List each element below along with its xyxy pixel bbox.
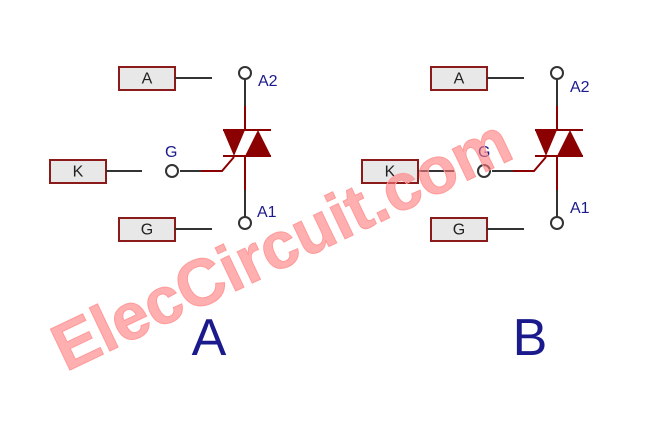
terminal-a1 — [550, 216, 564, 230]
terminal-box-a: A — [430, 66, 488, 91]
triac-symbol — [180, 79, 271, 218]
pin-label-a1: A1 — [257, 204, 277, 221]
pin-label-a2: A2 — [570, 79, 590, 96]
svg-text:A: A — [454, 71, 465, 88]
pin-label-g: G — [165, 144, 177, 161]
pin-label-a1: A1 — [570, 200, 590, 217]
svg-text:G: G — [453, 222, 465, 239]
svg-text:G: G — [141, 222, 153, 239]
pin-label-a2: A2 — [258, 73, 278, 90]
triac-symbol — [492, 79, 583, 218]
svg-text:K: K — [385, 164, 396, 181]
terminal-a2 — [550, 66, 564, 80]
pin-label-g: G — [478, 144, 490, 161]
terminal-gate — [477, 164, 491, 178]
terminal-a2 — [238, 66, 252, 80]
terminal-a1 — [238, 216, 252, 230]
caption-b: B — [513, 309, 548, 367]
terminal-box-g: G — [430, 217, 488, 242]
terminal-box-g: G — [118, 217, 176, 242]
caption-a: A — [192, 309, 227, 367]
terminal-box-k: K — [49, 159, 107, 184]
terminal-gate — [165, 164, 179, 178]
diagram-a: A K G A2 G A1 — [49, 66, 278, 367]
terminal-box-a: A — [118, 66, 176, 91]
diagram-b: A K G A2 G A1 B — [361, 66, 590, 367]
watermark-text: ElecCircuit.com — [40, 103, 522, 385]
svg-text:A: A — [142, 71, 153, 88]
svg-text:K: K — [73, 164, 84, 181]
